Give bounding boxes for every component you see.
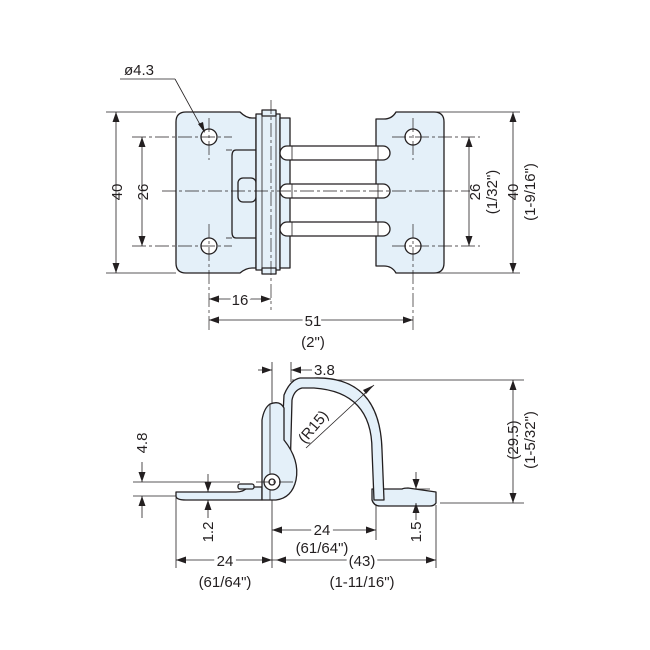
total-height-label: (29.5) (505, 420, 522, 459)
mid-span-inch-label: (61/64") (296, 540, 349, 557)
overall-width-inch-label: (2") (301, 334, 325, 351)
left-pitch-label: 26 (135, 184, 152, 201)
right-pitch-inch-label: (1/32") (484, 170, 501, 215)
right-pitch-label: 26 (467, 184, 484, 201)
right-height-label: 40 (505, 184, 522, 201)
side-view: (R15) 3.8 4.8 (29.5) (1-5/32") 1.2 1.5 (133, 362, 539, 591)
top-view: ø4.3 40 26 26 (1/32") 40 (1-9/16") 16 51 (106, 62, 539, 351)
latch-knob (237, 177, 257, 203)
hole-dia-label: ø4.3 (124, 62, 154, 79)
right-base-leaf (371, 487, 437, 507)
pin-height-label: 4.8 (134, 433, 151, 454)
right-height-inch-label: (1-9/16") (522, 163, 539, 221)
left-height-label: 40 (109, 184, 126, 201)
overall-width-label: 51 (305, 313, 322, 330)
mid-span-label: 24 (314, 522, 331, 539)
spring-rods (279, 145, 391, 237)
right-span-label: (43) (349, 553, 376, 570)
hole-offset-label: 16 (232, 292, 249, 309)
total-height-inch-label: (1-5/32") (522, 411, 539, 469)
left-leaf-label: 24 (217, 553, 234, 570)
left-leaf-inch-label: (61/64") (199, 574, 252, 591)
right-leaf (375, 111, 445, 274)
leaf-offset-label: 3.8 (314, 362, 335, 379)
right-span-inch-label: (1-11/16") (329, 574, 394, 591)
curved-leaf (279, 377, 385, 501)
thickness-left-label: 1.2 (200, 522, 217, 543)
thickness-right-label: 1.5 (408, 522, 425, 543)
